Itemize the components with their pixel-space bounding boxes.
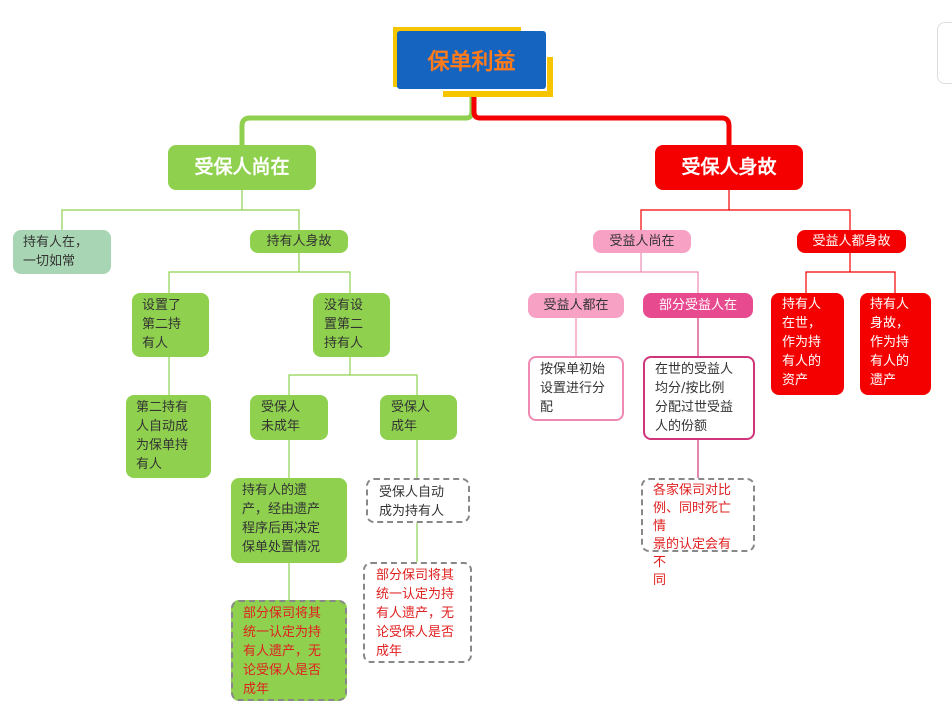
node-holder-alive[interactable]: 持有人在， 一切如常 [13,230,111,274]
root-box: 保单利益 [397,31,546,89]
node-holder-dead[interactable]: 持有人身故 [250,230,348,253]
root-node[interactable]: 保单利益 [393,27,553,97]
side-panel-tab[interactable] [937,22,952,84]
node-partial-beneficiaries-alive[interactable]: 部分受益人在 [643,293,753,318]
node-all-alive-result[interactable]: 按保单初始 设置进行分 配 [528,356,624,421]
node-insured-dead[interactable]: 受保人身故 [655,145,803,190]
node-adult-result[interactable]: 受保人自动 成为持有人 [366,478,470,523]
root-frame [443,91,553,97]
node-holder-dead-estate[interactable]: 持有人 身故， 作为持 有人的 遗产 [860,293,931,395]
node-partial-note[interactable]: 各家保司对比 例、同时死亡情 景的认定会有不 同 [641,478,755,588]
node-minor-result[interactable]: 持有人的遗 产，经由遗产 程序后再决定 保单处置情况 [231,478,347,563]
node-minor-note[interactable]: 部分保司将其 统一认定为持 有人遗产，无 论受保人是否 成年 [231,600,347,701]
node-beneficiary-alive[interactable]: 受益人尚在 [593,230,691,253]
node-adult-note[interactable]: 部分保司将其 统一认定为持 有人遗产，无 论受保人是否 成年 [363,562,472,663]
node-beneficiary-all-dead[interactable]: 受益人都身故 [797,230,906,253]
root-frame [393,27,521,33]
node-holder-alive-asset[interactable]: 持有人 在世， 作为持 有人的 资产 [771,293,844,395]
connector-root-left [239,96,475,145]
node-insured-alive[interactable]: 受保人尚在 [168,145,316,190]
root-frame [547,57,553,97]
node-insured-minor[interactable]: 受保人 未成年 [250,395,328,440]
root-frame [393,27,399,87]
node-insured-adult[interactable]: 受保人 成年 [380,395,457,440]
node-second-holder-result[interactable]: 第二持有 人自动成 为保单持 有人 [126,395,211,478]
node-all-beneficiaries-alive[interactable]: 受益人都在 [528,293,624,318]
node-no-second-holder[interactable]: 没有设 置第二 持有人 [313,293,390,357]
root-title: 保单利益 [427,50,516,75]
node-partial-result[interactable]: 在世的受益人 均分/按比例 分配过世受益 人的份额 [643,356,755,440]
node-second-holder-set[interactable]: 设置了 第二持 有人 [132,293,209,357]
connector-root-right [471,96,732,145]
